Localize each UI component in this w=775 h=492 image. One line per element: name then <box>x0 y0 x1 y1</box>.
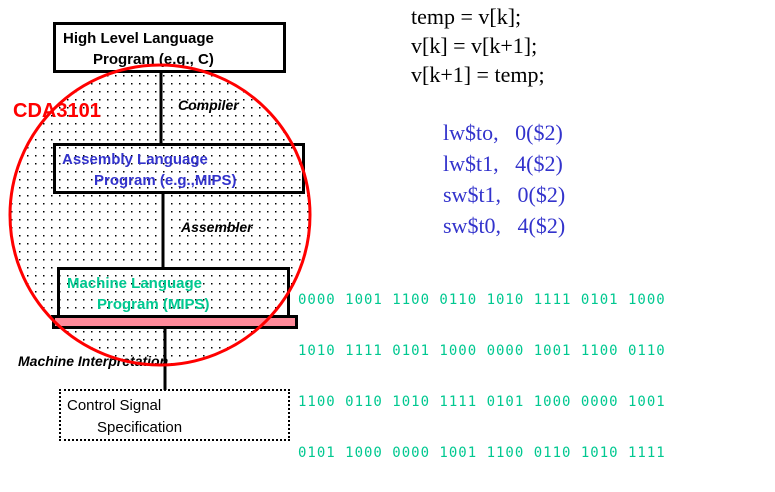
c-code-line: v[k+1] = temp; <box>411 62 545 87</box>
assembly-language-box: Assembly Language Program (e.g.,MIPS) <box>53 143 305 194</box>
binary-code: 0000 1001 1100 0110 1010 1111 0101 1000 … <box>298 262 666 492</box>
c-code-line: temp = v[k]; <box>411 4 522 29</box>
course-label: CDA3101 <box>13 100 101 122</box>
asm-code-line: sw$t0, 4($2) <box>443 213 566 238</box>
high-level-language-box: High Level Language Program (e.g., C) <box>53 22 286 73</box>
asm-code-line: sw$t1, 0($2) <box>443 182 566 207</box>
binary-line: 1100 0110 1010 1111 0101 1000 0000 1001 <box>298 393 666 410</box>
box-label: Program (e.g.,MIPS) <box>94 172 237 189</box>
c-code-line: v[k] = v[k+1]; <box>411 33 538 58</box>
asm-code-line: lw$t1, 4($2) <box>443 151 563 176</box>
control-signal-box: Control Signal Specification <box>59 389 290 441</box>
pink-bar <box>52 315 298 329</box>
compiler-label: Compiler <box>178 97 239 113</box>
box-label: Assembly Language <box>62 151 208 168</box>
asm-code-line: lw$to, 0($2) <box>443 120 563 145</box>
box-label: Program (MIPS) <box>97 296 210 313</box>
machine-language-box: Machine Language Program (MIPS) <box>57 267 290 319</box>
binary-line: 0101 1000 0000 1001 1100 0110 1010 1111 <box>298 444 666 461</box>
box-label: High Level Language <box>63 30 214 47</box>
machine-interpretation-label: Machine Interpretation <box>18 353 169 369</box>
box-label: Control Signal <box>67 397 162 414</box>
box-label: Machine Language <box>67 275 203 292</box>
binary-line: 0000 1001 1100 0110 1010 1111 0101 1000 <box>298 291 666 308</box>
box-label: Specification <box>97 419 183 436</box>
binary-line: 1010 1111 0101 1000 0000 1001 1100 0110 <box>298 342 666 359</box>
box-label: Program (e.g., C) <box>93 51 214 68</box>
assembler-label: Assembler <box>181 219 253 235</box>
